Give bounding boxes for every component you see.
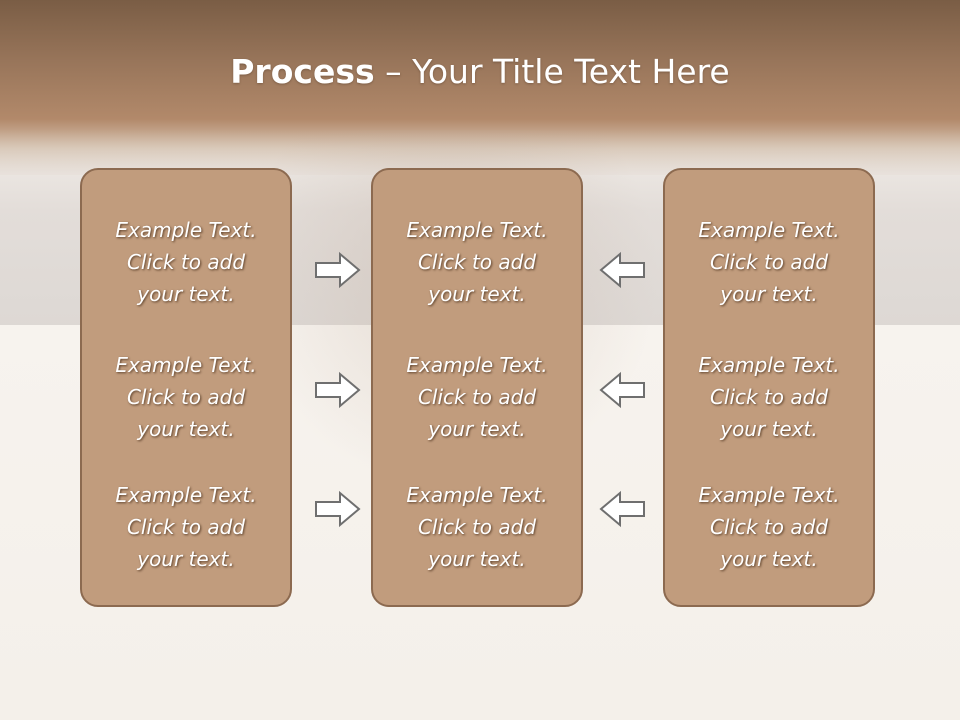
text-placeholder[interactable]: Example Text. Click to add your text. — [373, 349, 581, 445]
text-line: Example Text. — [115, 483, 257, 507]
text-line: Click to add — [417, 250, 537, 274]
text-placeholder[interactable]: Example Text. Click to add your text. — [665, 214, 873, 310]
right-arrow-icon — [315, 490, 361, 528]
process-column-3: Example Text. Click to add your text. Ex… — [663, 168, 875, 607]
text-line: your text. — [137, 282, 235, 306]
left-arrow-icon — [599, 490, 645, 528]
text-line: your text. — [720, 417, 818, 441]
right-arrow-icon — [315, 371, 361, 409]
text-line: Click to add — [126, 250, 246, 274]
text-line: Click to add — [709, 250, 829, 274]
text-line: Example Text. — [698, 353, 840, 377]
text-line: Click to add — [417, 515, 537, 539]
process-column-2: Example Text. Click to add your text. Ex… — [371, 168, 583, 607]
text-placeholder[interactable]: Example Text. Click to add your text. — [665, 479, 873, 575]
text-line: your text. — [720, 547, 818, 571]
text-line: Example Text. — [115, 218, 257, 242]
title-rest: – Your Title Text Here — [374, 52, 730, 91]
text-line: Example Text. — [406, 353, 548, 377]
text-line: Example Text. — [698, 218, 840, 242]
left-arrow-icon — [599, 371, 645, 409]
text-line: your text. — [137, 417, 235, 441]
text-line: your text. — [720, 282, 818, 306]
text-line: Example Text. — [406, 218, 548, 242]
text-placeholder[interactable]: Example Text. Click to add your text. — [82, 349, 290, 445]
text-line: Click to add — [126, 385, 246, 409]
text-line: Click to add — [709, 515, 829, 539]
text-line: your text. — [428, 282, 526, 306]
text-line: Example Text. — [115, 353, 257, 377]
text-line: your text. — [428, 417, 526, 441]
text-line: Click to add — [126, 515, 246, 539]
text-line: Click to add — [417, 385, 537, 409]
right-arrow-icon — [315, 251, 361, 289]
text-placeholder[interactable]: Example Text. Click to add your text. — [82, 479, 290, 575]
text-placeholder[interactable]: Example Text. Click to add your text. — [373, 214, 581, 310]
text-placeholder[interactable]: Example Text. Click to add your text. — [82, 214, 290, 310]
process-column-1: Example Text. Click to add your text. Ex… — [80, 168, 292, 607]
text-placeholder[interactable]: Example Text. Click to add your text. — [373, 479, 581, 575]
text-placeholder[interactable]: Example Text. Click to add your text. — [665, 349, 873, 445]
text-line: Click to add — [709, 385, 829, 409]
text-line: your text. — [137, 547, 235, 571]
title-bold: Process — [230, 52, 375, 91]
slide-title[interactable]: Process – Your Title Text Here — [0, 52, 960, 91]
text-line: Example Text. — [406, 483, 548, 507]
text-line: your text. — [428, 547, 526, 571]
left-arrow-icon — [599, 251, 645, 289]
text-line: Example Text. — [698, 483, 840, 507]
